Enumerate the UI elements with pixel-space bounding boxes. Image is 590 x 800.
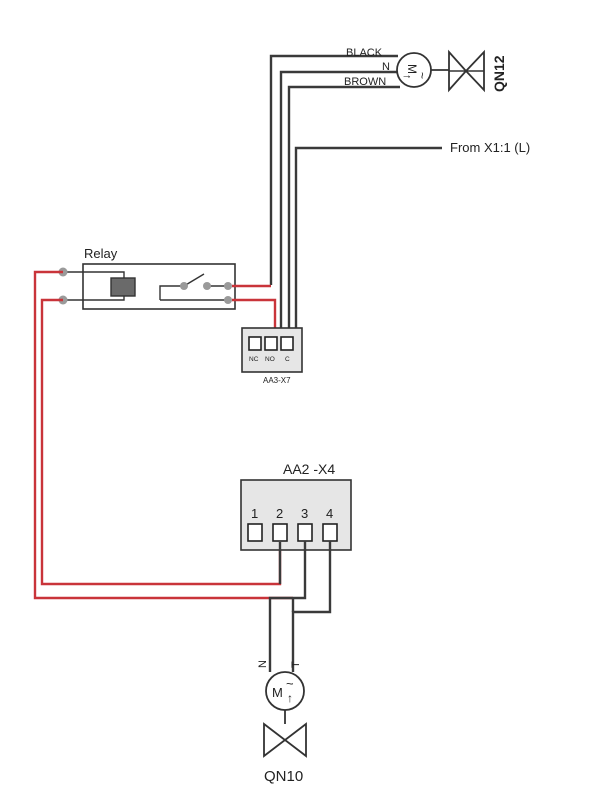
aa2-x4-label: AA2 -X4 bbox=[283, 461, 335, 477]
motor-tilde: ~ bbox=[286, 676, 294, 691]
terminal-c: C bbox=[285, 356, 290, 363]
relay-dot bbox=[203, 282, 211, 290]
relay-dot bbox=[224, 296, 232, 304]
wire-n-bottom bbox=[268, 541, 307, 672]
relay-dot bbox=[224, 282, 232, 290]
switch-common bbox=[159, 285, 184, 300]
wire-supply-l bbox=[294, 146, 442, 343]
wire-n-top bbox=[279, 70, 398, 343]
label-supply: From X1:1 (L) bbox=[450, 140, 530, 155]
label-n-top: N bbox=[382, 61, 390, 73]
qn12-valve-icon bbox=[448, 49, 485, 93]
motor-tilde: ~ bbox=[415, 72, 429, 79]
coil-lead-bottom bbox=[63, 296, 125, 301]
relay-dot bbox=[180, 282, 188, 290]
label-black: BLACK bbox=[346, 47, 383, 59]
qn12-label: QN12 bbox=[491, 55, 507, 92]
aa3-x7-label: AA3-X7 bbox=[263, 376, 291, 385]
terminal-3: 3 bbox=[301, 506, 308, 521]
wire-t-bottom bbox=[291, 541, 332, 672]
motor-arrow: ↑ bbox=[287, 691, 293, 705]
qn12-wires bbox=[269, 54, 442, 343]
motor-arrow: ↑ bbox=[401, 74, 413, 80]
motor-m-label: M bbox=[272, 685, 283, 700]
qn10-label: QN10 bbox=[264, 768, 303, 785]
wire-brown bbox=[287, 85, 400, 343]
label-brown: BROWN bbox=[344, 76, 386, 88]
terminal-no: NO bbox=[265, 356, 275, 363]
terminal-nc: NC bbox=[249, 356, 259, 363]
relay-coil bbox=[110, 277, 136, 297]
terminal-2: 2 bbox=[276, 506, 283, 521]
terminal-4: 4 bbox=[326, 506, 333, 521]
red-wire-coil-top bbox=[33, 270, 293, 600]
motor-m-label: M bbox=[405, 64, 419, 74]
aa2-x4-block bbox=[240, 479, 352, 551]
qn10-motor: M ~ ↑ bbox=[265, 671, 305, 711]
terminal-1: 1 bbox=[251, 506, 258, 521]
label-t-bottom: T bbox=[290, 661, 302, 668]
qn10-valve-icon bbox=[263, 722, 307, 758]
wire-black bbox=[269, 54, 398, 285]
qn12-motor: M ~ ↑ bbox=[396, 52, 432, 88]
label-n-bottom: N bbox=[257, 660, 269, 668]
relay-label: Relay bbox=[84, 246, 118, 261]
coil-lead-top bbox=[63, 271, 125, 278]
aa3-x7-block bbox=[241, 327, 303, 373]
